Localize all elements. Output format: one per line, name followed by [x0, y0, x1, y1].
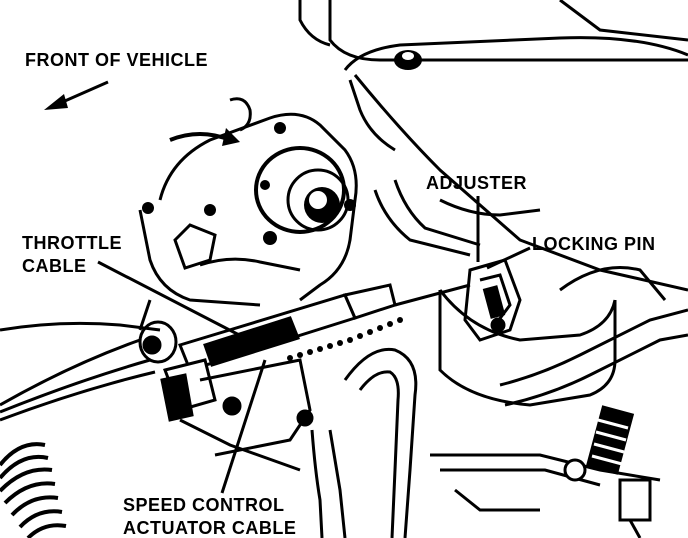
front-direction-arrow	[44, 80, 109, 110]
speed-control-label-line1: SPEED CONTROL	[123, 495, 285, 515]
engine-valve-cover	[298, 0, 688, 292]
throttle-cable-label-line2: CABLE	[22, 256, 87, 276]
throttle-lever	[138, 320, 217, 422]
rotation-arrow-head	[222, 128, 240, 146]
reservoir-canister	[438, 266, 667, 407]
throttle-body-housing	[138, 97, 358, 331]
heater-hose	[310, 308, 688, 538]
throttle-cable	[0, 338, 156, 422]
adjuster-label: ADJUSTER	[426, 173, 527, 193]
valve-cover-bolt	[394, 50, 422, 70]
cable-to-adjuster	[394, 283, 471, 307]
throttle-cable-leader	[97, 260, 246, 340]
corrugated-hose	[0, 442, 67, 538]
vacuum-hose-upper	[373, 179, 541, 257]
locking-pin-leader	[486, 246, 531, 270]
speed-control-leader	[220, 359, 267, 494]
throttle-body-bore	[142, 122, 356, 245]
throttle-cable-sleeve	[177, 283, 397, 372]
speed-control-label-line2: ACTUATOR CABLE	[123, 518, 296, 538]
speed-control-bracket	[179, 358, 314, 472]
throttle-cable-label-line1: THROTTLE	[22, 233, 122, 253]
adjuster-assembly	[463, 258, 522, 342]
locking-pin-label: LOCKING PIN	[532, 234, 656, 254]
rotation-arrow	[169, 132, 231, 142]
lower-left-panel	[0, 321, 161, 332]
speed-control-bead-chain	[287, 317, 403, 361]
vacuum-fitting	[430, 405, 661, 538]
front-of-vehicle-label: FRONT OF VEHICLE	[25, 50, 208, 70]
